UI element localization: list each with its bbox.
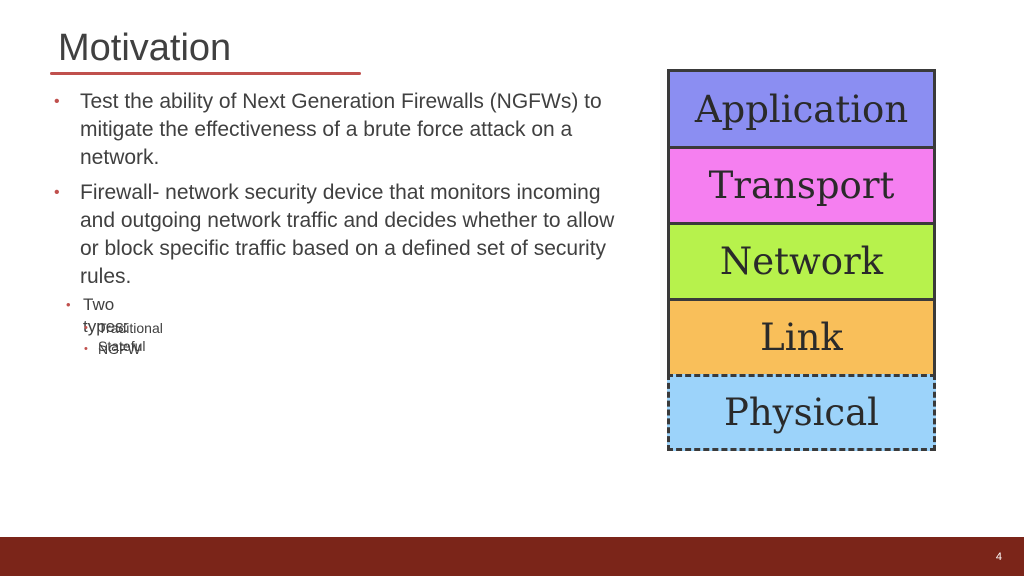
bullet-text: Test the ability of Next Generation Fire… <box>80 90 602 169</box>
bullet-marker: • <box>54 184 60 201</box>
layer-link: Link <box>667 298 936 377</box>
title-underline <box>50 72 361 75</box>
sub-bullet-item: • Two types: <box>66 294 129 338</box>
sub-sub-bullet-item: • NGFW <box>84 340 141 358</box>
page-number: 4 <box>995 551 1002 563</box>
slide-title: Motivation <box>58 27 232 69</box>
layer-network: Network <box>667 222 936 301</box>
bullet-marker: • <box>54 93 60 110</box>
layer-physical: Physical <box>667 374 936 451</box>
bullet-marker: • <box>84 322 88 334</box>
layer-application: Application <box>667 69 936 149</box>
sub-sub-bullet-text: Traditional Stateful <box>98 320 163 354</box>
bullet-item: • Test the ability of Next Generation Fi… <box>54 88 625 172</box>
layer-transport: Transport <box>667 146 936 225</box>
bullet-item: • Firewall- network security device that… <box>54 179 625 291</box>
bullet-marker: • <box>66 297 71 312</box>
footer-bar: 4 <box>0 537 1024 576</box>
sub-sub-bullet-item: • Traditional Stateful <box>84 319 163 355</box>
bullet-marker: • <box>84 343 88 355</box>
sub-sub-bullet-text: NGFW <box>98 341 141 357</box>
bullet-text: Firewall- network security device that m… <box>80 181 615 288</box>
sub-bullet-text: Two types: <box>83 295 129 336</box>
